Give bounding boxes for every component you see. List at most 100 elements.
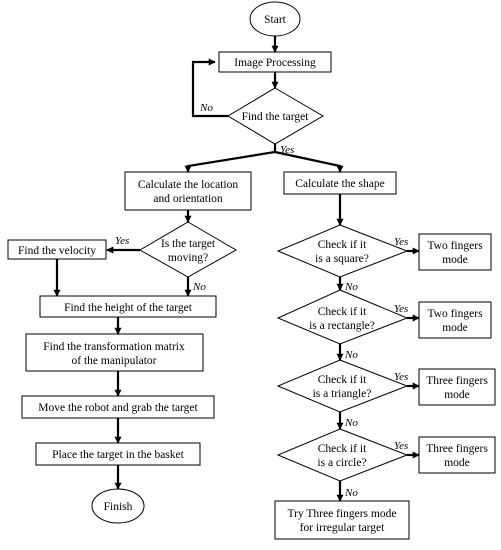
three-fingers-1-box (418, 368, 496, 406)
node-find-height-text: Find the height of the target (64, 302, 193, 314)
move-robot-box (21, 395, 215, 419)
node-text-line: mode (444, 389, 470, 401)
label-circle-yes: Yes (394, 440, 408, 452)
label-rectangle-no: No (344, 349, 358, 361)
label-square-no: No (344, 281, 358, 293)
transform-matrix-box (25, 333, 204, 372)
node-is-moving: Is the target moving? (138, 221, 238, 278)
calc-shape-box (283, 171, 397, 195)
node-text-line: Check if it (318, 306, 367, 318)
node-text-line: Image Processing (234, 57, 316, 69)
node-text-line: and orientation (153, 193, 223, 205)
node-text-line: Check if it (318, 239, 367, 251)
node-text-line: is a square? (315, 253, 369, 265)
two-fingers-1-box (418, 233, 492, 271)
node-move-robot: Move the robot and grab the target (21, 395, 215, 419)
start-terminator-shape (249, 1, 301, 37)
node-text-line: Find the target (242, 111, 310, 123)
node-image-processing: Image Processing (218, 51, 332, 73)
check-square-decision-shape (276, 224, 409, 278)
node-text-line: Check if it (318, 374, 367, 386)
label-circle-no: No (344, 487, 358, 499)
is-moving-decision-shape (138, 221, 238, 278)
check-triangle-decision-shape (276, 359, 409, 413)
node-two-fingers-1: Two fingers mode (418, 233, 492, 271)
node-place-target-text: Place the target in the basket (52, 449, 184, 461)
label-moving-yes: Yes (115, 235, 129, 247)
node-check-triangle-text: Check if it is a triangle? (313, 374, 372, 400)
node-text-line: Start (264, 14, 287, 26)
node-transform-matrix-text: Find the transformation matrix of the man… (43, 341, 185, 367)
label-square-yes: Yes (394, 236, 408, 248)
node-three-fingers-2: Three fingers mode (418, 436, 496, 474)
check-circle-decision-shape (276, 428, 409, 482)
label-triangle-yes: Yes (394, 371, 408, 383)
node-check-rectangle-text: Check if it is a rectangle? (309, 306, 375, 332)
image-processing-box (218, 51, 332, 73)
edges (53, 36, 420, 502)
node-text-line: Two fingers (427, 240, 483, 252)
node-place-target: Place the target in the basket (35, 442, 201, 466)
node-find-velocity: Find the velocity (7, 239, 107, 260)
node-text-line: is a rectangle? (309, 320, 375, 332)
node-text-line: Find the transformation matrix (43, 341, 185, 353)
node-text-line: Finish (104, 501, 133, 513)
node-text-line: mode (444, 457, 470, 469)
node-text-line: Three fingers (426, 443, 488, 455)
node-text-line: Check if it (318, 443, 367, 455)
edge-find-target-yes-split-right (274, 150, 344, 173)
node-text-line: Calculate the shape (295, 178, 384, 190)
node-three-fingers-1: Three fingers mode (418, 368, 496, 406)
label-target-no: No (199, 102, 213, 114)
node-check-square: Check if it is a square? (276, 224, 409, 278)
node-text-line: is a triangle? (313, 388, 372, 400)
node-start: Start (249, 1, 301, 37)
place-target-box (35, 442, 201, 466)
node-start-text: Start (264, 14, 287, 26)
node-text-line: Two fingers (427, 308, 483, 320)
node-text-line: mode (442, 322, 468, 334)
node-text-line: Find the height of the target (64, 302, 193, 314)
label-rectangle-yes: Yes (394, 303, 408, 315)
node-find-target: Find the target (227, 87, 324, 145)
node-text-line: Calculate the location (138, 179, 239, 191)
node-find-height: Find the height of the target (39, 295, 217, 318)
node-three-fingers-1-text: Three fingers mode (426, 375, 488, 401)
node-finish-text: Finish (104, 501, 133, 513)
find-height-box (39, 295, 217, 318)
node-text-line: Is the target (161, 238, 216, 250)
node-two-fingers-1-text: Two fingers mode (427, 240, 483, 266)
node-calc-location-text: Calculate the location and orientation (138, 179, 239, 205)
node-calc-location: Calculate the location and orientation (124, 171, 252, 211)
node-text-line: Three fingers (426, 375, 488, 387)
node-two-fingers-2: Two fingers mode (418, 301, 492, 339)
node-find-target-text: Find the target (242, 111, 310, 123)
label-triangle-no: No (344, 417, 358, 429)
finish-terminator-shape (91, 488, 145, 524)
edge-labels: No Yes Yes No Yes No Yes No Yes No Yes N… (115, 102, 408, 499)
find-velocity-box (7, 239, 107, 260)
node-image-processing-text: Image Processing (234, 57, 316, 69)
three-fingers-2-box (418, 436, 496, 474)
node-text-line: moving? (168, 252, 208, 264)
node-is-moving-text: Is the target moving? (161, 238, 216, 264)
node-move-robot-text: Move the robot and grab the target (38, 402, 198, 414)
node-text-line: of the manipulator (72, 355, 157, 367)
node-find-velocity-text: Find the velocity (18, 245, 96, 257)
check-rectangle-decision-shape (276, 289, 409, 345)
node-three-fingers-2-text: Three fingers mode (426, 443, 488, 469)
node-calc-shape: Calculate the shape (283, 171, 397, 195)
label-target-yes: Yes (280, 144, 294, 156)
node-text-line: Try Three fingers mode (288, 508, 397, 520)
two-fingers-2-box (418, 301, 492, 339)
node-check-square-text: Check if it is a square? (315, 239, 369, 265)
irregular-box (274, 500, 410, 540)
node-text-line: mode (442, 254, 468, 266)
calc-location-box (124, 171, 252, 211)
